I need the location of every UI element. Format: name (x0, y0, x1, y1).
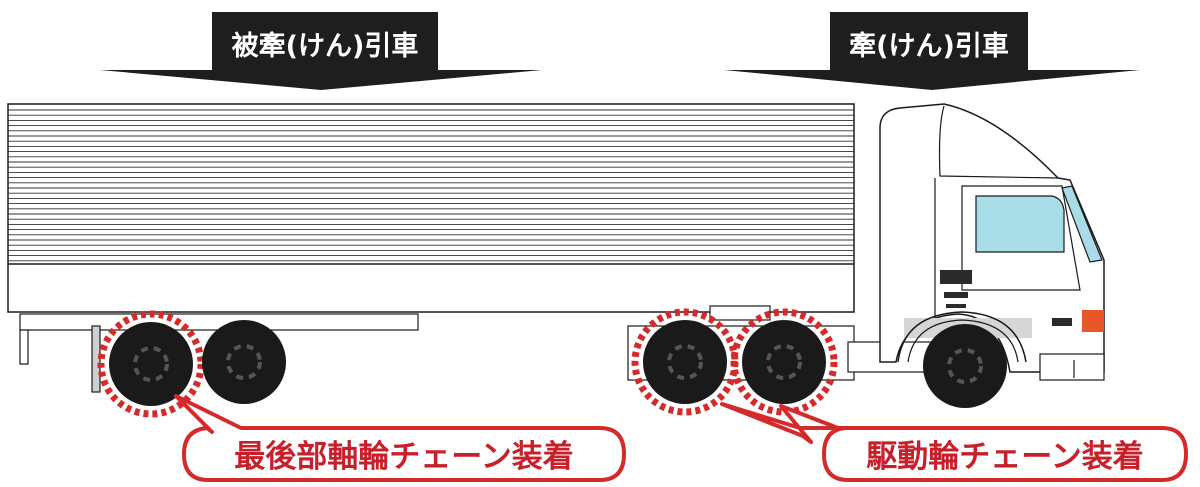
callout-rear-axle: 最後部軸輪チェーン装着 (174, 394, 626, 482)
trailer-rear-wheel (97, 310, 205, 418)
tractor-label: 牽(けん)引車 (849, 30, 1009, 62)
steer-wheel (923, 324, 1007, 408)
trailer-body (7, 103, 855, 393)
tractor-cab (879, 103, 1105, 381)
callout-rear-axle-text: 最後部軸輪チェーン装着 (234, 439, 573, 475)
trailer-banner: 被牽(けん)引車 (100, 12, 542, 90)
side-window (975, 195, 1065, 253)
drive-wheel-rear (730, 308, 838, 416)
trailer-label: 被牽(けん)引車 (232, 30, 419, 62)
trailer-ribs (8, 109, 854, 262)
callout-drive-axle: 駆動輪チェーン装着 (720, 402, 1188, 482)
callout-drive-axle-text: 駆動輪チェーン装着 (866, 439, 1143, 475)
trailer-front-wheel (202, 320, 286, 404)
tractor-banner: 牽(けん)引車 (724, 12, 1140, 90)
tail-light (1082, 310, 1104, 332)
windshield (1061, 185, 1103, 263)
